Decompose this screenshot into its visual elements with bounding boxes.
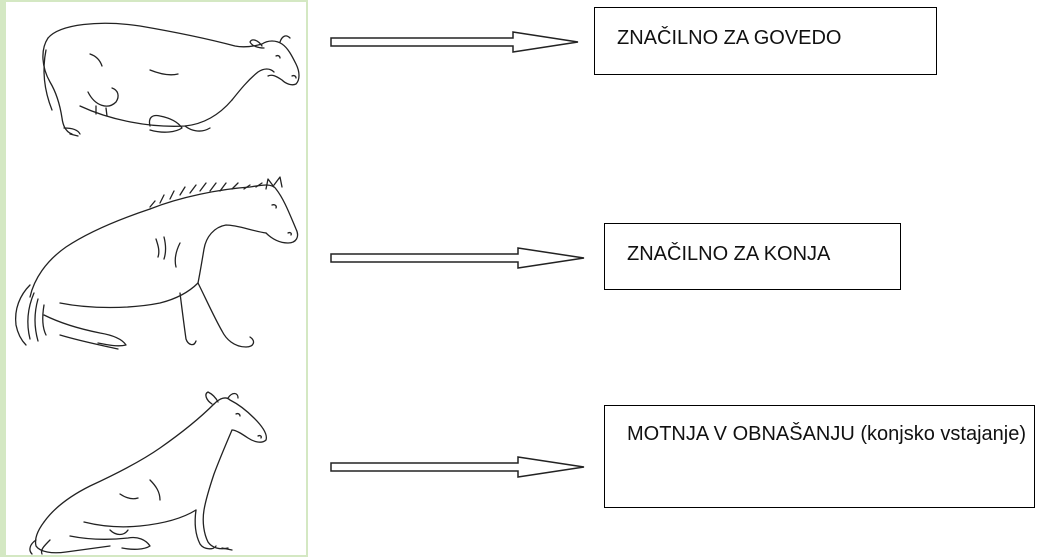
cow-rising-horse-like-icon (29, 391, 268, 555)
arrow-right-icon (330, 247, 585, 269)
illustration-panel (0, 0, 308, 557)
label-box-cattle: ZNAČILNO ZA GOVEDO (594, 7, 937, 75)
label-box-horse: ZNAČILNO ZA KONJA (604, 223, 901, 290)
cow-lying-icon (42, 22, 300, 137)
arrow-right-icon (330, 456, 585, 478)
horse-rising-illustration (0, 175, 308, 355)
cow-lying-illustration (0, 10, 308, 145)
horse-rising-icon (14, 176, 299, 350)
label-text-cattle: ZNAČILNO ZA GOVEDO (617, 27, 842, 49)
label-text-disorder: MOTNJA V OBNAŠANJU (konjsko vstajanje) (627, 423, 1026, 445)
arrow-right-icon (330, 31, 579, 53)
label-box-disorder: MOTNJA V OBNAŠANJU (konjsko vstajanje) (604, 405, 1035, 508)
cow-rising-horse-like-illustration (0, 390, 308, 556)
label-text-horse: ZNAČILNO ZA KONJA (627, 243, 831, 265)
